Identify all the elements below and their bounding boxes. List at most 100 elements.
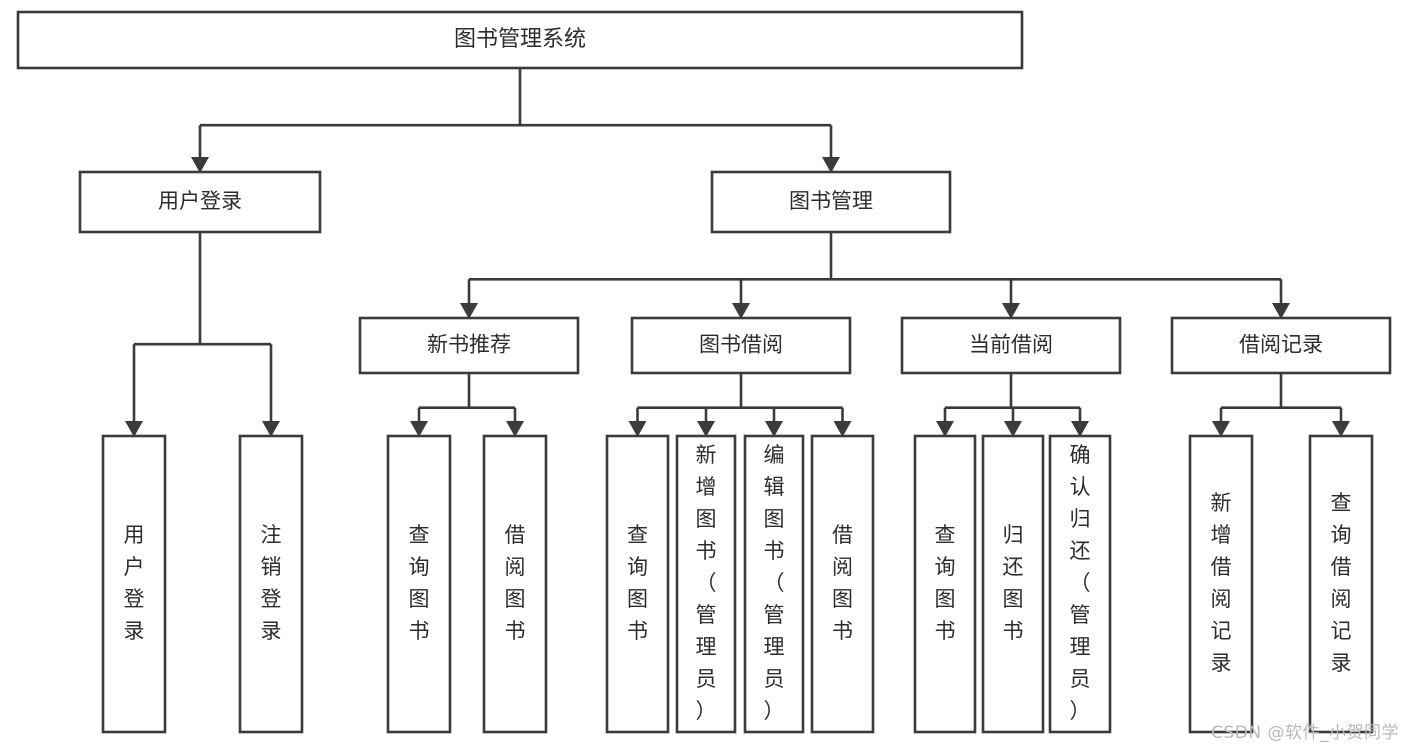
arrow-head-icon bbox=[732, 303, 750, 319]
node-box[interactable] bbox=[482, 434, 548, 734]
arrow-head-icon bbox=[628, 421, 647, 437]
node-label-char: 登 bbox=[124, 587, 145, 611]
node-label-char: 书 bbox=[1003, 619, 1024, 643]
node-box[interactable] bbox=[900, 316, 1122, 375]
node-l2-new-book[interactable]: 新书推荐 bbox=[358, 316, 580, 375]
arrow-head-icon bbox=[822, 157, 840, 173]
node-box[interactable] bbox=[78, 170, 322, 234]
node-label-char: 员 bbox=[1070, 667, 1091, 691]
node-l2-current[interactable]: 当前借阅 bbox=[900, 316, 1122, 375]
node-label-char: 编 bbox=[764, 443, 785, 467]
node-box[interactable] bbox=[1308, 434, 1374, 734]
node-label-char: （ bbox=[696, 571, 717, 595]
node-label-char: 还 bbox=[1070, 539, 1091, 563]
node-label-char: ） bbox=[1070, 699, 1091, 723]
node-box[interactable] bbox=[358, 316, 580, 375]
node-label-char: 归 bbox=[1003, 523, 1024, 547]
node-label-char: 员 bbox=[696, 667, 717, 691]
node-box[interactable] bbox=[101, 434, 167, 734]
node-label-char: 记 bbox=[1211, 619, 1232, 643]
arrow-head-icon bbox=[1004, 421, 1022, 437]
arrow-head-icon bbox=[765, 421, 783, 437]
node-label-char: 书 bbox=[627, 619, 648, 643]
node-box[interactable] bbox=[743, 434, 805, 734]
node-label-char: 还 bbox=[1003, 555, 1024, 579]
node-label-char: 管 bbox=[764, 603, 785, 627]
node-layer: 图书管理系统用户登录图书管理新书推荐图书借阅当前借阅借阅记录用户登录注销登录查询… bbox=[16, 10, 1392, 734]
node-label-char: 图 bbox=[409, 587, 430, 611]
node-label-char: ） bbox=[764, 699, 785, 723]
node-label: 图书借阅 bbox=[699, 333, 783, 357]
node-box[interactable] bbox=[605, 434, 670, 734]
node-box[interactable] bbox=[675, 434, 737, 734]
node-label-char: 管 bbox=[1070, 603, 1091, 627]
arrow-head-icon bbox=[262, 421, 280, 437]
node-label-char: 阅 bbox=[832, 555, 853, 579]
node-box[interactable] bbox=[1170, 316, 1392, 375]
arrow-head-icon bbox=[697, 421, 715, 437]
node-l1-book-manage[interactable]: 图书管理 bbox=[710, 170, 952, 234]
node-label-char: 询 bbox=[409, 555, 430, 579]
node-label-char: 录 bbox=[124, 619, 145, 643]
arrow-head-icon bbox=[191, 157, 209, 173]
node-box[interactable] bbox=[913, 434, 977, 734]
node-label-char: （ bbox=[1070, 571, 1091, 595]
node-label: 用户登录 bbox=[158, 189, 242, 213]
node-l2-borrow[interactable]: 图书借阅 bbox=[630, 316, 852, 375]
node-box[interactable] bbox=[1188, 434, 1254, 734]
node-label-char: 记 bbox=[1331, 619, 1352, 643]
node-label-char: 理 bbox=[764, 635, 785, 659]
node-label-char: 录 bbox=[1331, 651, 1352, 675]
node-box[interactable] bbox=[16, 10, 1024, 70]
node-label-char: 确 bbox=[1070, 443, 1091, 467]
node-label-char: 图 bbox=[935, 587, 956, 611]
node-label-char: 理 bbox=[696, 635, 717, 659]
node-box[interactable] bbox=[1048, 434, 1112, 734]
node-root[interactable]: 图书管理系统 bbox=[16, 10, 1024, 70]
node-label-char: 增 bbox=[1211, 523, 1232, 547]
arrow-head-icon bbox=[506, 421, 524, 437]
node-box[interactable] bbox=[386, 434, 452, 734]
node-label-char: 询 bbox=[1331, 523, 1352, 547]
node-box[interactable] bbox=[981, 434, 1045, 734]
node-label-char: 新 bbox=[696, 443, 717, 467]
node-label-char: 阅 bbox=[1331, 587, 1352, 611]
node-label-char: 查 bbox=[409, 523, 430, 547]
watermark-text: CSDN @软件_小贺同学 bbox=[1211, 723, 1399, 743]
node-label-char: 图 bbox=[764, 507, 785, 531]
arrow-head-icon bbox=[1071, 421, 1089, 437]
node-label-char: 查 bbox=[1331, 491, 1352, 515]
node-label-char: 书 bbox=[696, 539, 717, 563]
node-label-char: 询 bbox=[935, 555, 956, 579]
node-l2-record[interactable]: 借阅记录 bbox=[1170, 316, 1392, 375]
node-box[interactable] bbox=[630, 316, 852, 375]
node-label-char: 书 bbox=[832, 619, 853, 643]
node-label-char: 图 bbox=[505, 587, 526, 611]
node-box[interactable] bbox=[810, 434, 875, 734]
node-label-char: 归 bbox=[1070, 507, 1091, 531]
node-label: 图书管理系统 bbox=[454, 27, 586, 52]
node-label-char: 理 bbox=[1070, 635, 1091, 659]
node-l1-user-login[interactable]: 用户登录 bbox=[78, 170, 322, 234]
arrow-head-icon bbox=[460, 303, 478, 319]
arrow-head-icon bbox=[1332, 421, 1350, 437]
node-leaf-user-login[interactable]: 用户登录 bbox=[101, 434, 167, 734]
node-label: 借阅记录 bbox=[1239, 333, 1323, 357]
node-label-char: 阅 bbox=[505, 555, 526, 579]
node-box[interactable] bbox=[710, 170, 952, 234]
node-label-char: 图 bbox=[696, 507, 717, 531]
node-box[interactable] bbox=[238, 434, 304, 734]
